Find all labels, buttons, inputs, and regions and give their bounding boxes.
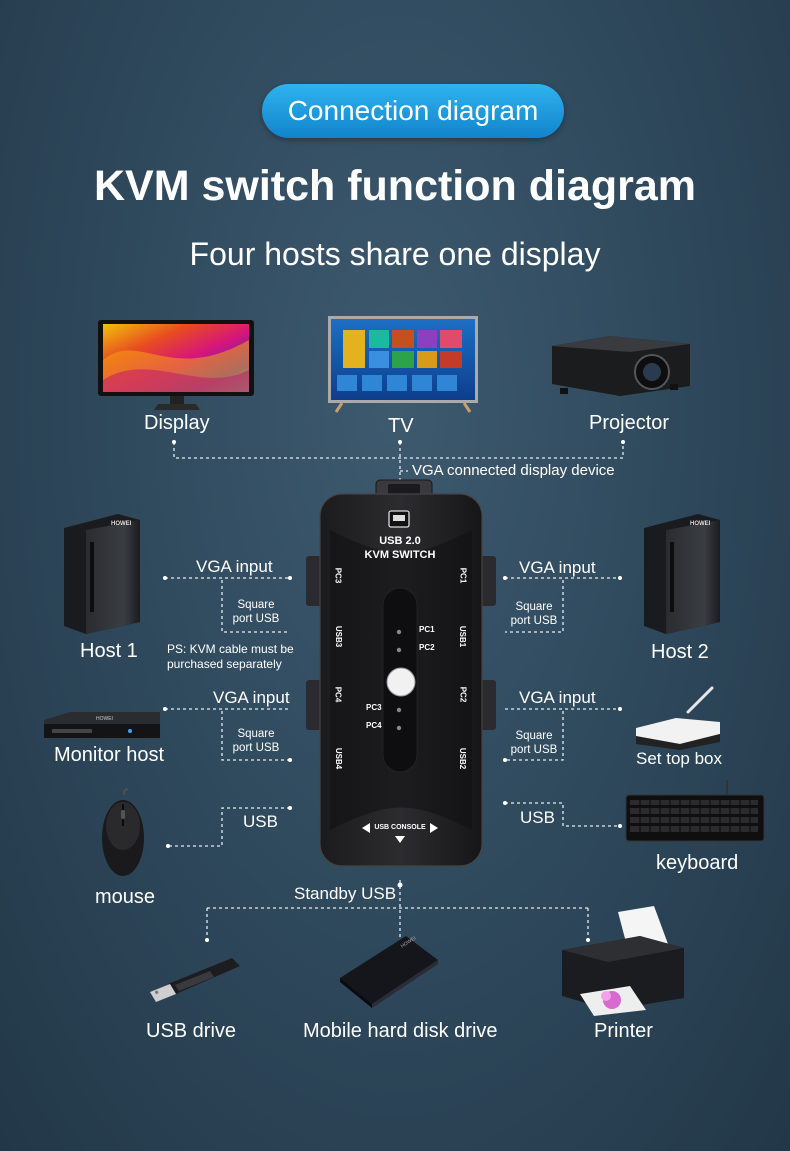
projector-label: Projector: [589, 412, 670, 434]
square-usb-2-line1: Square: [515, 601, 553, 613]
tv-icon: [328, 316, 478, 413]
usb-drive-label: USB drive: [146, 1020, 237, 1042]
kvm-led-pc2: PC2: [419, 643, 435, 652]
kvm-port-pc3: PC3: [333, 567, 343, 584]
usb-mouse-label: USB: [243, 812, 278, 831]
kvm-led-pc4: PC4: [366, 721, 382, 730]
dvr-box-icon: HOWEI: [44, 712, 160, 738]
keyboard-icon: [625, 780, 765, 842]
square-usb-3-line1: Square: [237, 728, 275, 740]
hard-disk-label: Mobile hard disk drive: [303, 1020, 498, 1042]
square-usb-1-line1: Square: [237, 599, 275, 611]
square-usb-3-label: Square port USB: [228, 727, 284, 755]
printer-label: Printer: [594, 1020, 653, 1042]
kvm-label-line2: KVM SWITCH: [364, 549, 436, 561]
square-usb-3-line2: port USB: [232, 742, 280, 754]
display-label: Display: [144, 412, 210, 434]
printer-icon: [562, 906, 684, 1016]
kvm-usb-console: USB CONSOLE: [374, 824, 426, 831]
ps-note-line1: PS: KVM cable must be: [167, 642, 294, 656]
vga-connected-label: VGA connected display device: [412, 462, 615, 479]
host2-label: Host 2: [651, 641, 709, 663]
kvm-port-pc1: PC1: [458, 567, 468, 584]
kvm-port-usb4: USB4: [334, 747, 344, 770]
monitor-host-label: Monitor host: [54, 744, 165, 766]
monitor-icon: [98, 320, 254, 410]
kvm-port-usb2: USB2: [458, 747, 468, 770]
usb-keyboard-label: USB: [520, 808, 555, 827]
kvm-port-pc2: PC2: [458, 686, 468, 703]
kvm-label-line1: USB 2.0: [379, 535, 421, 547]
vga-input-1-label: VGA input: [196, 557, 273, 576]
square-usb-2-line2: port USB: [510, 615, 558, 627]
pc-tower-icon-host1: HOWEI: [64, 514, 140, 634]
square-usb-4-line1: Square: [515, 730, 553, 742]
set-top-box-label: Set top box: [636, 749, 723, 768]
square-usb-1-label: Square port USB: [228, 598, 284, 626]
kvm-led-pc1: PC1: [419, 625, 435, 634]
ps-note-line2: purchased separately: [167, 657, 282, 671]
set-top-box-icon: [636, 686, 720, 750]
keyboard-label: keyboard: [656, 852, 739, 874]
svg-text:HOWEI: HOWEI: [111, 521, 132, 527]
square-usb-4-label: Square port USB: [505, 729, 563, 757]
svg-text:HOWEI: HOWEI: [96, 716, 113, 722]
mouse-icon: [102, 788, 144, 876]
tv-label: TV: [388, 415, 414, 437]
pc-tower-icon-host2: HOWEI: [644, 514, 720, 634]
host1-label: Host 1: [80, 640, 138, 662]
kvm-led-pc3: PC3: [366, 703, 382, 712]
hard-disk-icon: HOWEI: [340, 935, 438, 1008]
kvm-port-usb3: USB3: [334, 625, 344, 648]
square-usb-1-line2: port USB: [232, 613, 280, 625]
mouse-label: mouse: [95, 886, 156, 908]
page-subtitle: Four hosts share one display: [189, 236, 601, 272]
ps-note: PS: KVM cable must be purchased separate…: [167, 642, 294, 671]
connector-dots: [163, 440, 625, 942]
projector-icon: [552, 336, 690, 396]
kvm-label: USB 2.0 KVM SWITCH: [360, 534, 440, 562]
kvm-port-usb1: USB1: [458, 625, 468, 648]
badge-label: Connection diagram: [287, 95, 539, 126]
kvm-port-pc4: PC4: [333, 686, 343, 703]
connector-lines: [165, 442, 624, 940]
usb-drive-icon: [150, 958, 240, 1002]
standby-usb-label: Standby USB: [294, 884, 397, 903]
vga-input-2-label: VGA input: [519, 558, 596, 577]
connection-diagram-badge: Connection diagram: [262, 84, 564, 138]
vga-input-3-label: VGA input: [213, 688, 290, 707]
svg-text:HOWEI: HOWEI: [690, 521, 711, 527]
page-title: KVM switch function diagram: [93, 162, 697, 210]
vga-input-4-label: VGA input: [519, 688, 596, 707]
kvm-switch-icon: [306, 479, 496, 867]
square-usb-2-label: Square port USB: [505, 600, 563, 628]
square-usb-4-line2: port USB: [510, 744, 558, 756]
